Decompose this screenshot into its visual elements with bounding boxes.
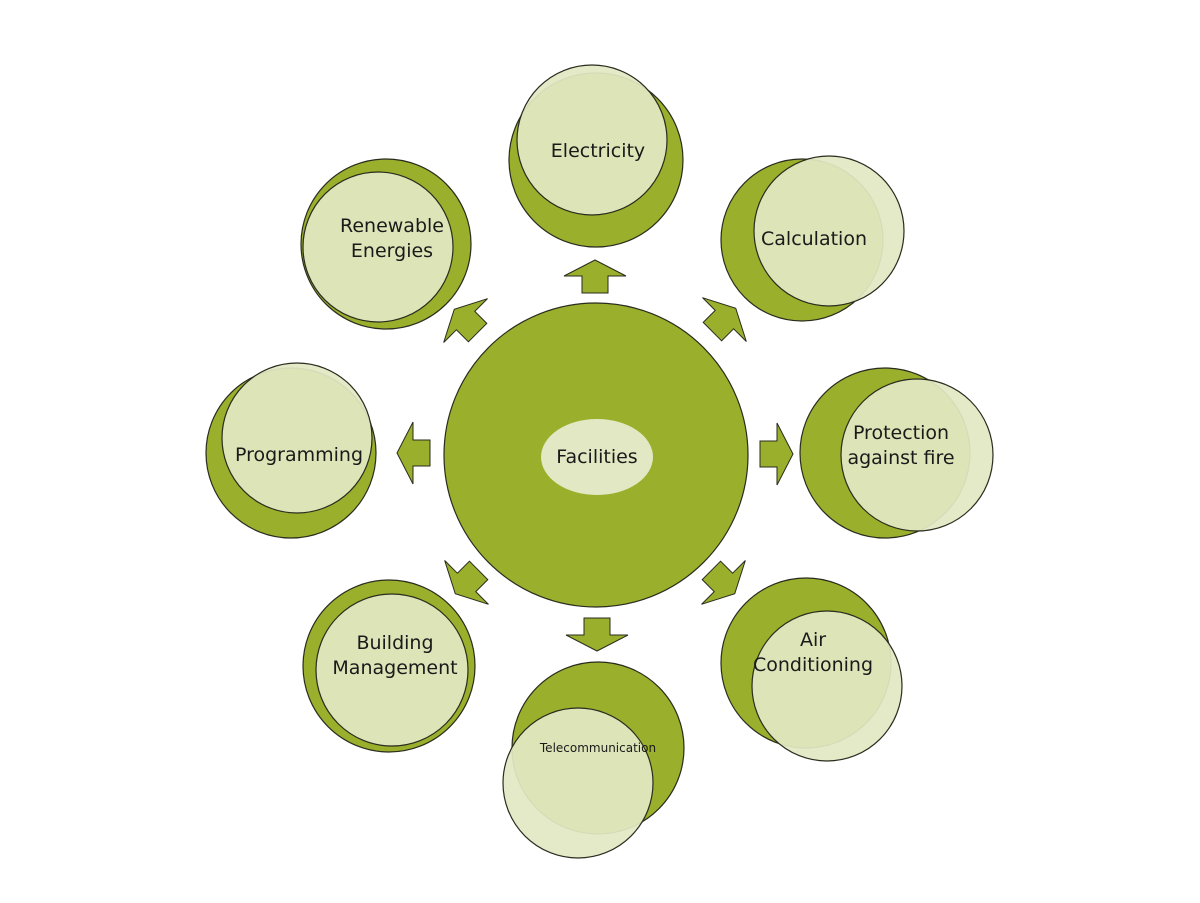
- arrows-layer: [396, 259, 794, 652]
- node-label-line: Calculation: [761, 228, 867, 250]
- node-programming-label: Programming: [235, 444, 363, 466]
- arrow-to-building-management: [444, 560, 489, 605]
- arrow-to-renewable-energies: [443, 298, 488, 343]
- node-protection-against-fire-label: Protection against fire: [847, 422, 954, 469]
- node-programming: Programming: [205, 362, 377, 539]
- node-programming-light-circle: [221, 362, 373, 514]
- center-hub: Facilities: [443, 302, 749, 608]
- node-protection-against-fire-light-circle: [840, 378, 994, 532]
- node-electricity-label: Electricity: [551, 140, 645, 162]
- node-label-line: Renewable: [340, 215, 444, 237]
- arrow-to-protection-against-fire: [759, 422, 794, 486]
- center-label-ellipse: [541, 419, 653, 495]
- arrow-to-telecommunication: [565, 617, 629, 652]
- arrow-to-calculation: [702, 297, 747, 342]
- node-telecommunication: Telecommunication: [502, 661, 685, 859]
- arrow-to-programming: [396, 421, 431, 485]
- arrow-to-electricity: [563, 259, 627, 294]
- node-telecommunication-label: Telecommunication: [539, 741, 656, 755]
- node-protection-against-fire: Protection against fire: [799, 367, 994, 539]
- node-calculation-light-circle: [753, 155, 905, 307]
- node-label-line: Electricity: [551, 140, 645, 162]
- node-label-line: Programming: [235, 444, 363, 466]
- node-label-line: Protection: [853, 422, 949, 444]
- node-building-management-light-circle: [315, 593, 469, 747]
- node-electricity: Electricity: [508, 64, 684, 248]
- node-telecommunication-light-circle: [502, 707, 654, 859]
- node-label-line: Management: [332, 657, 457, 679]
- node-label-line: Energies: [351, 240, 433, 262]
- node-label-line: Building: [356, 632, 433, 654]
- node-renewable-energies-light-circle: [302, 171, 454, 323]
- node-label-line: Telecommunication: [539, 741, 656, 755]
- node-electricity-light-circle: [516, 64, 668, 216]
- node-air-conditioning-light-circle: [751, 610, 903, 762]
- node-calculation: Calculation: [720, 155, 905, 322]
- node-label-line: Air: [800, 629, 826, 651]
- arrow-to-air-conditioning: [701, 560, 746, 605]
- center-label: Facilities: [556, 446, 637, 468]
- node-calculation-label: Calculation: [761, 228, 867, 250]
- node-label-line: Conditioning: [753, 654, 873, 676]
- node-label-line: against fire: [847, 447, 954, 469]
